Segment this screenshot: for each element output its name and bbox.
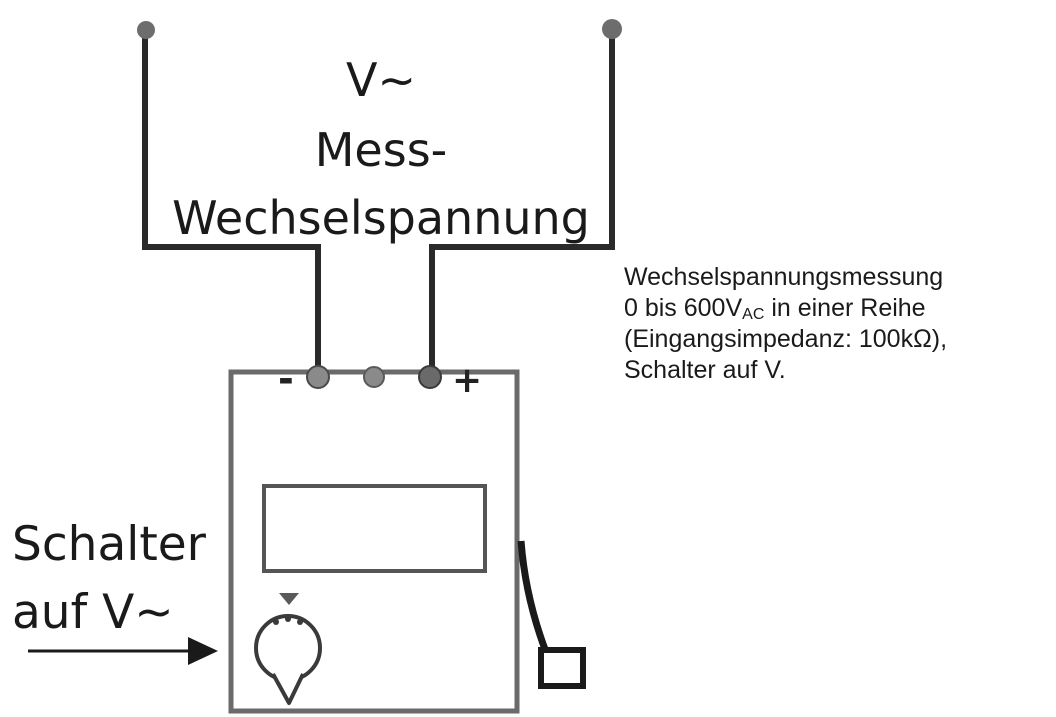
selector-dot-1 <box>273 619 279 625</box>
description-line3: (Eingangsimpedanz: 100kΩ), <box>624 325 948 353</box>
selector-dot-3 <box>297 619 303 625</box>
measurement-label-line1: Mess- <box>314 123 448 177</box>
terminal-minus-jack <box>306 365 330 389</box>
measurement-label-line2: Wechselspannung <box>172 191 590 245</box>
description-line2: 0 bis 600VAC in einer Reihe <box>624 293 947 324</box>
switch-label-line2: auf V~ <box>12 585 174 640</box>
description-block: Wechselspannungsmessung 0 bis 600VAC in … <box>624 262 947 386</box>
switch-arrow-head <box>188 637 218 665</box>
meter-display <box>262 484 487 573</box>
side-lead-wire <box>517 540 550 654</box>
measurement-symbol: V~ <box>345 53 416 107</box>
terminal-minus-sign: - <box>278 357 294 401</box>
description-line2-prefix: 0 bis 600V <box>624 294 743 322</box>
side-lead-clip <box>517 540 586 689</box>
side-lead-clip-body <box>538 647 586 689</box>
selector-dot-2 <box>285 616 291 622</box>
left-probe-wire <box>142 32 321 372</box>
switch-label-line1: Schalter <box>12 517 206 572</box>
right-probe-wire <box>429 32 615 372</box>
switch-arrow <box>28 637 218 665</box>
terminal-plus-sign: + <box>452 360 482 401</box>
right-probe-tip <box>602 19 622 39</box>
terminal-com-jack <box>363 366 385 388</box>
description-line2-sub: AC <box>742 306 765 323</box>
terminal-plus-jack <box>418 365 442 389</box>
rotary-selector <box>254 593 322 705</box>
left-probe-tip <box>137 21 155 39</box>
selector-indicator <box>271 673 305 705</box>
description-line1: Wechselspannungsmessung <box>624 263 944 291</box>
selector-knob <box>254 614 322 682</box>
probe-wires <box>142 32 615 372</box>
terminals: - + <box>278 357 482 401</box>
description-line2-suffix: in einer Reihe <box>764 294 926 322</box>
description-line4: Schalter auf V. <box>624 356 786 384</box>
selector-pointer-icon <box>279 593 299 605</box>
